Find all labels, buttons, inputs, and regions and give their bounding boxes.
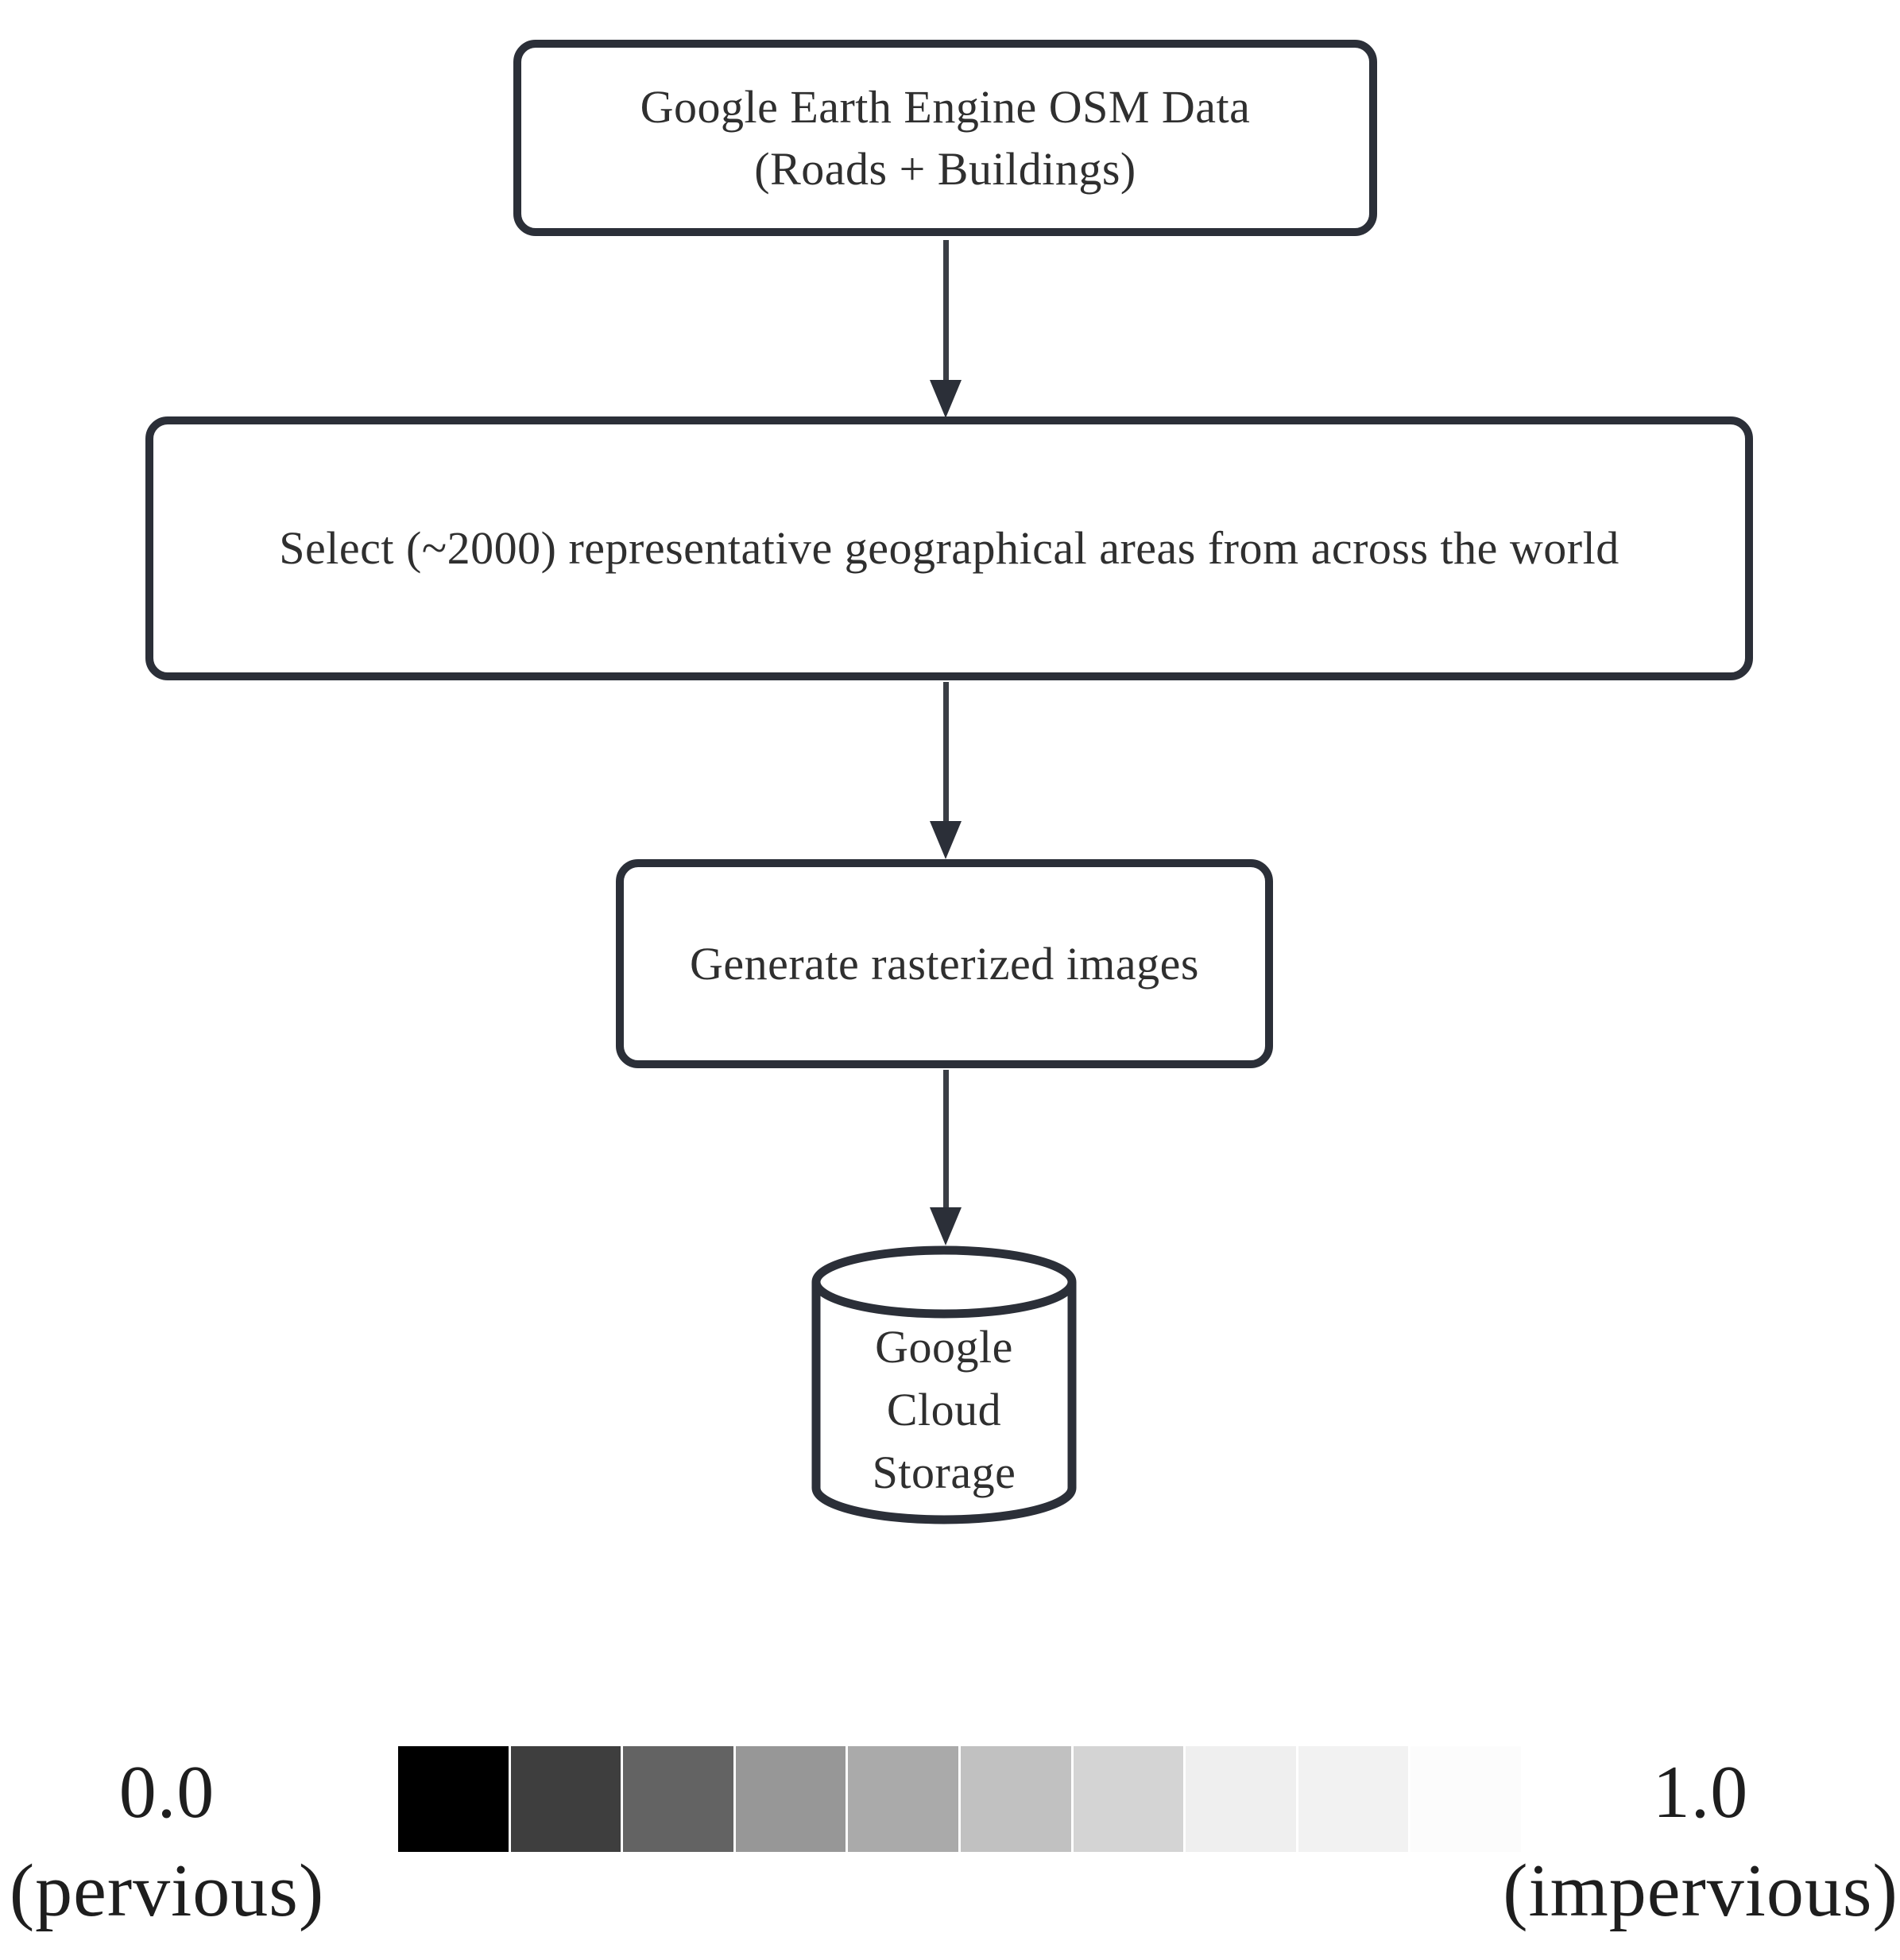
node-label-line: Generate rasterized images (690, 937, 1199, 990)
arrow-head-icon (930, 380, 962, 418)
node-label-line: (Roads + Buildings) (754, 142, 1136, 195)
colorbar-segment (960, 1746, 1071, 1852)
colorbar-segment (1073, 1746, 1184, 1852)
legend-min-value: 0.0 (118, 1751, 215, 1834)
cylinder-label-line: Cloud (886, 1384, 1002, 1435)
node-select-geographical-areas: Select (~2000) representative geographic… (145, 416, 1753, 680)
legend-min-label: 0.0 (pervious) (0, 1743, 334, 1940)
grayscale-colorbar (398, 1746, 1521, 1852)
legend-max-label: 1.0 (impervious) (1499, 1743, 1900, 1940)
arrow-line (943, 240, 949, 382)
legend-max-caption: (impervious) (1503, 1850, 1898, 1932)
arrow-line (943, 682, 949, 823)
arrow-head-icon (930, 821, 962, 859)
colorbar-segment (1410, 1746, 1521, 1852)
node-label-line: Select (~2000) representative geographic… (279, 522, 1619, 574)
cylinder-label-line: Storage (872, 1447, 1016, 1498)
node-label-line: Google Earth Engine OSM Data (640, 80, 1251, 133)
colorbar-segment (398, 1746, 509, 1852)
arrow-head-icon (930, 1207, 962, 1245)
cylinder-label: Google Cloud Storage (810, 1315, 1078, 1504)
colorbar-segment (623, 1746, 733, 1852)
legend-min-caption: (pervious) (9, 1850, 325, 1932)
node-google-earth-engine-osm-data: Google Earth Engine OSM Data (Roads + Bu… (513, 40, 1377, 236)
colorbar-segment (848, 1746, 958, 1852)
legend-max-value: 1.0 (1652, 1751, 1749, 1834)
arrow-line (943, 1070, 949, 1209)
cylinder-label-line: Google (875, 1321, 1013, 1373)
colorbar-segment (510, 1746, 621, 1852)
colorbar-segment (1298, 1746, 1409, 1852)
database-cylinder-icon (811, 1245, 1077, 1524)
node-generate-rasterized-images: Generate rasterized images (616, 859, 1273, 1068)
colorbar-segment (735, 1746, 846, 1852)
node-google-cloud-storage: Google Cloud Storage (810, 1245, 1078, 1524)
colorbar-segment (1186, 1746, 1296, 1852)
